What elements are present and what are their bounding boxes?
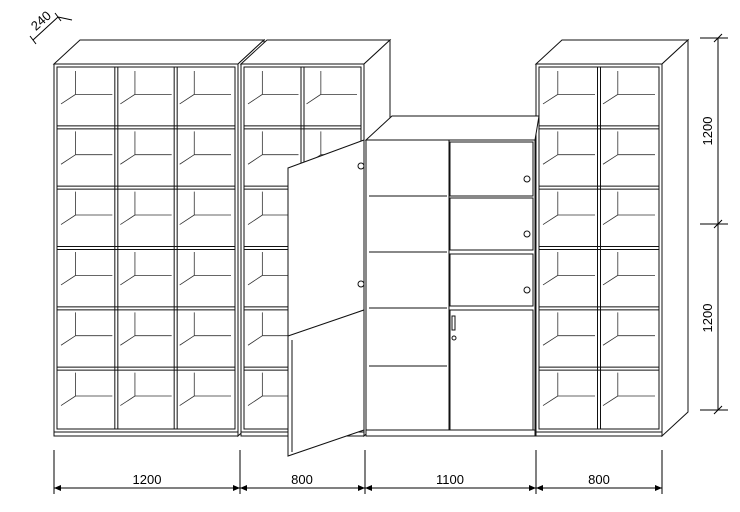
cabinet-units bbox=[52, 38, 690, 438]
glass-door-1 bbox=[449, 141, 534, 197]
height-label-upper: 1200 bbox=[700, 117, 715, 146]
shelf-unit-800-right bbox=[534, 38, 690, 438]
open-lower-door bbox=[287, 309, 365, 457]
height-dimensions: 1200 1200 bbox=[700, 33, 728, 415]
width-label-2: 800 bbox=[291, 472, 313, 487]
width-label-3: 1100 bbox=[436, 472, 464, 487]
glass-door-3 bbox=[449, 253, 534, 307]
height-label-lower: 1200 bbox=[700, 304, 715, 333]
width-label-1: 1200 bbox=[133, 472, 162, 487]
depth-label: 240 bbox=[28, 8, 54, 34]
width-dimensions: 1200 800 1100 800 bbox=[53, 450, 663, 494]
depth-dimension: 240 bbox=[28, 8, 73, 45]
lower-door bbox=[449, 309, 534, 431]
open-glass-door bbox=[287, 139, 365, 339]
glass-door-2 bbox=[449, 197, 534, 251]
width-label-4: 800 bbox=[588, 472, 610, 487]
shelf-unit-1200 bbox=[52, 38, 266, 438]
cabinet-doors bbox=[287, 139, 365, 457]
cabinet-unit-1100 bbox=[364, 115, 540, 437]
